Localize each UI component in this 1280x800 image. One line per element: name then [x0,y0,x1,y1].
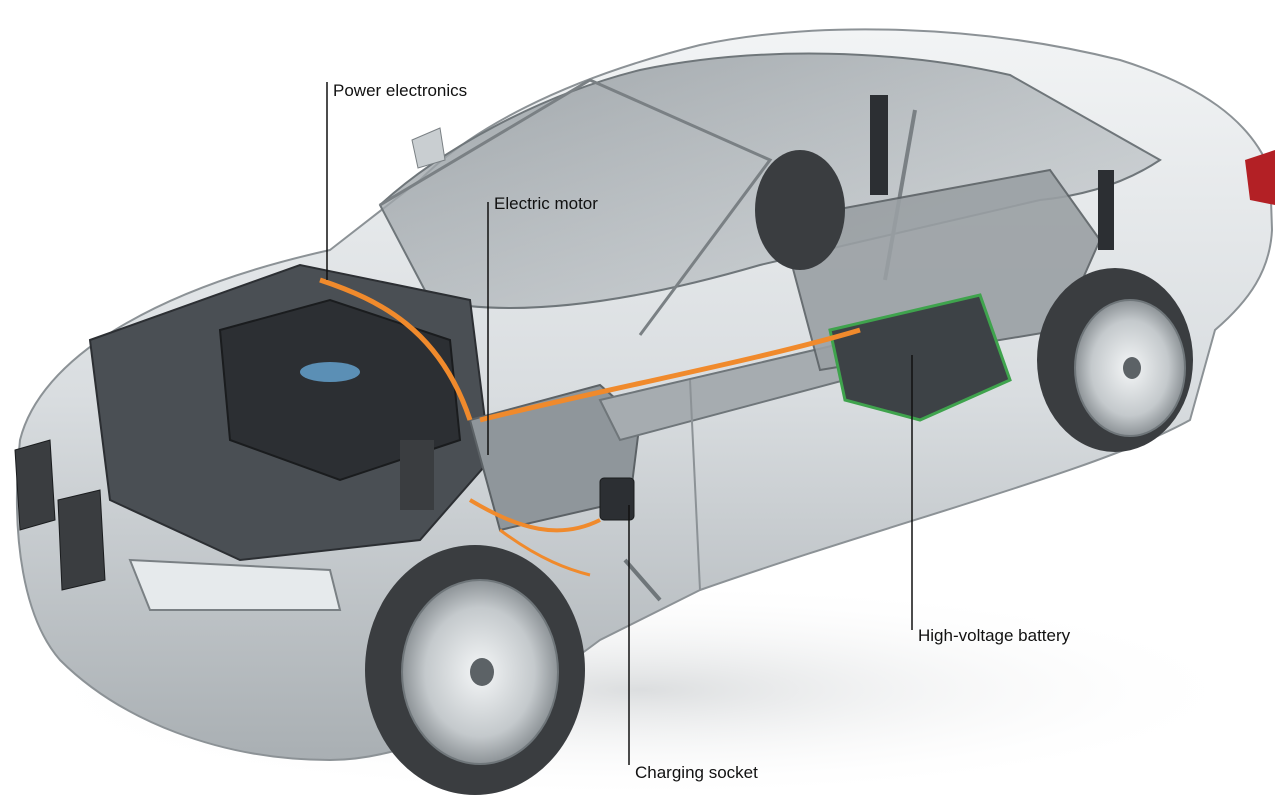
headlight [128,558,342,611]
engine-block [218,298,462,482]
callout-charging-socket: Charging socket [635,763,758,782]
hv-cable-lower [499,528,591,577]
callout-electric-motor: Electric motor [494,194,598,213]
side-mirror [411,127,446,169]
callout-high-voltage-battery: High-voltage battery [918,626,1071,645]
kidney-grille-right [57,489,106,591]
rear-right-strut [1098,170,1114,250]
rear-wheel [1037,268,1193,452]
battery-pack [828,293,1012,422]
front-wheel [365,545,585,795]
hv-cable-main [479,327,861,423]
front-strut [400,440,434,510]
windshield-pillar [379,78,773,336]
charging-socket-port [599,477,635,521]
callout-power-electronics: Power electronics [333,81,468,100]
hv-cable-socket [468,498,601,533]
rear-left-strut [870,95,888,195]
side-vent [623,558,662,602]
door-line [689,379,701,591]
far-front-wheel [755,150,845,270]
kidney-grille-left [14,439,56,531]
engine-cover-badge [300,362,360,382]
tail-light [1245,150,1275,205]
hv-cable-front [319,277,473,421]
